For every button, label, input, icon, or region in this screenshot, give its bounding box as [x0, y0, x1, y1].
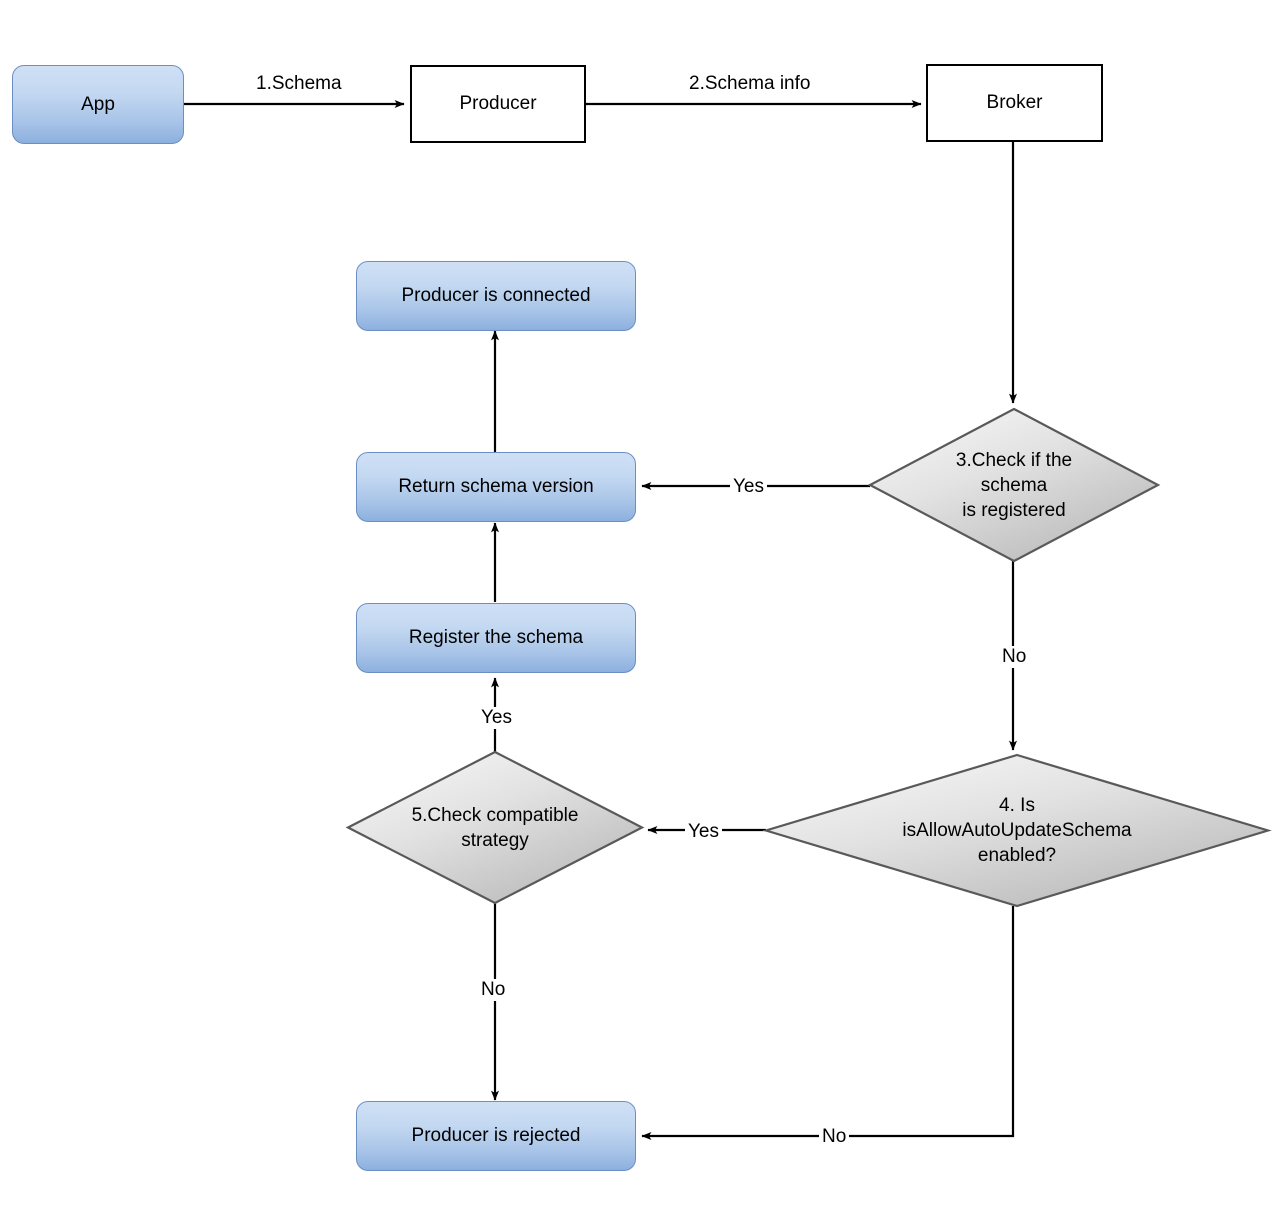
edge-label-check-compatible-no: No	[478, 979, 509, 1001]
node-producer-label: Producer	[459, 93, 537, 114]
node-app-label: App	[81, 93, 115, 115]
node-producer-connected[interactable]: Producer is connected	[356, 261, 636, 331]
node-check-autoupdate[interactable]: 4. Is isAllowAutoUpdateSchema enabled?	[762, 753, 1272, 908]
node-check-compatible[interactable]: 5.Check compatible strategy	[345, 750, 645, 905]
node-check-registered[interactable]: 3.Check if the schema is registered	[867, 407, 1161, 563]
node-producer-connected-label: Producer is connected	[401, 285, 591, 306]
edge-label-check-registered-no: No	[999, 646, 1030, 668]
edge-label-check-registered-yes: Yes	[730, 476, 767, 498]
edge-label-2-schema-info: 2.Schema info	[686, 73, 814, 95]
node-producer-rejected[interactable]: Producer is rejected	[356, 1101, 636, 1171]
node-return-schema-label: Return schema version	[398, 476, 594, 497]
node-register-schema[interactable]: Register the schema	[356, 603, 636, 673]
node-broker[interactable]: Broker	[926, 64, 1103, 142]
node-return-schema[interactable]: Return schema version	[356, 452, 636, 522]
check-compatible-shape	[345, 750, 645, 905]
edge-label-1-schema: 1.Schema	[253, 73, 345, 95]
node-producer[interactable]: Producer	[410, 65, 586, 143]
edge-check-autoupdate-no	[641, 906, 1015, 1140]
node-app[interactable]: App	[12, 65, 184, 144]
check-registered-shape	[867, 407, 1161, 563]
edge-label-check-autoupdate-no: No	[819, 1126, 850, 1148]
edge-label-check-autoupdate-yes: Yes	[685, 821, 722, 843]
node-broker-label: Broker	[986, 92, 1043, 113]
node-register-schema-label: Register the schema	[408, 627, 584, 648]
edge-label-check-compatible-yes: Yes	[478, 707, 515, 729]
check-autoupdate-shape	[762, 753, 1272, 908]
node-producer-rejected-label: Producer is rejected	[411, 1125, 581, 1146]
